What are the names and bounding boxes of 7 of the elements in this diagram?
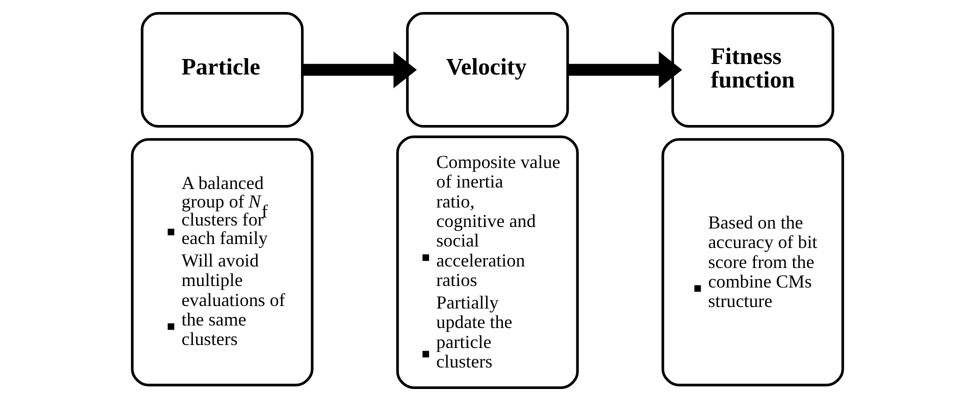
arrow <box>302 51 416 88</box>
node-box: Based on the accuracy of bit score from the combine CMs structure <box>661 138 844 386</box>
node-box: Particle <box>140 12 304 128</box>
node-box: Fitness function <box>670 12 834 128</box>
node-box: Velocity <box>406 12 568 128</box>
arrow <box>567 51 682 88</box>
node-box: Composite value of inertia ratio, cognitive and social acceleration ratios Partially update the particle clusters <box>396 136 578 389</box>
